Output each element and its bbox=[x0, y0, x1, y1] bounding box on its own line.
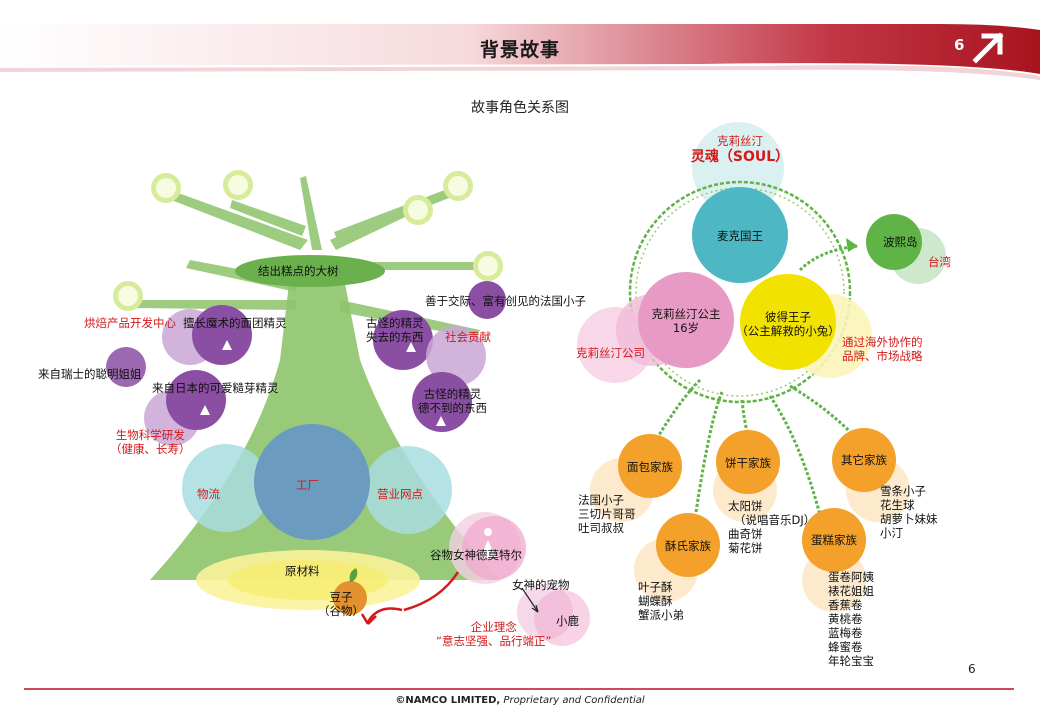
family-members-other: 雪条小子 花生球 胡萝卜妹妹 小汀 bbox=[880, 484, 938, 540]
odd-spirit-unreachable-label: 古怪的精灵 德不到的东西 bbox=[418, 387, 487, 415]
sales-network-label: 营业网点 bbox=[377, 487, 423, 501]
company-label: 克莉丝汀公司 bbox=[576, 346, 645, 360]
family-name-cake: 蛋糕家族 bbox=[811, 533, 857, 547]
arrow-icon bbox=[972, 32, 1004, 64]
deer-label: 小鹿 bbox=[556, 614, 579, 628]
taiwan-label: 台湾 bbox=[928, 255, 951, 269]
family-members-pastry: 叶子酥 蝴蝶酥 蟹派小弟 bbox=[638, 580, 684, 622]
prince-label: 彼得王子 （公主解救的小兔） bbox=[736, 310, 840, 338]
family-name-bread: 面包家族 bbox=[627, 460, 673, 474]
dough-spirit-label: 擅长魔术的面团精灵 bbox=[183, 316, 287, 330]
swiss-sister-label: 来自瑞士的聪明姐姐 bbox=[38, 367, 142, 381]
family-name-pastry: 酥氏家族 bbox=[665, 539, 711, 553]
polo-island-label: 波熙岛 bbox=[883, 235, 918, 249]
goddess-label: 谷物女神德莫特尔 bbox=[430, 548, 522, 562]
diagram-title: 故事角色关系图 bbox=[471, 100, 569, 116]
footer-page-number: 6 bbox=[968, 662, 976, 676]
soul-label: 克莉丝汀 灵魂（SOUL） bbox=[690, 134, 790, 165]
king-label: 麦克国王 bbox=[717, 229, 763, 243]
family-members-cake: 蛋卷阿姨 裱花姐姐 香蕉卷 黄桃卷 蓝梅卷 蜂蜜卷 年轮宝宝 bbox=[828, 570, 874, 668]
spirit-icon bbox=[222, 340, 232, 350]
logistics-label: 物流 bbox=[197, 487, 220, 501]
header-band bbox=[0, 24, 1040, 80]
french-boy-label: 善于交际、富有创见的法国小子 bbox=[425, 294, 586, 308]
tree-crown-label: 结出糕点的大树 bbox=[258, 264, 339, 278]
goddess-pet-label: 女神的宠物 bbox=[512, 578, 570, 592]
baking-center-label: 烘焙产品开发中心 bbox=[84, 316, 176, 330]
footer-divider bbox=[24, 688, 1014, 690]
princess-label: 克莉丝汀公主 16岁 bbox=[651, 307, 721, 335]
family-members-bread: 法国小子 三切片哥哥 吐司叔叔 bbox=[578, 493, 636, 535]
bioscience-label: 生物科学研发 （健康、长寿） bbox=[110, 428, 191, 456]
raw-material-label: 原材料 bbox=[285, 564, 320, 578]
family-name-biscuit: 饼干家族 bbox=[725, 456, 771, 470]
family-members-biscuit: 太阳饼 （说唱音乐DJ） 曲奇饼 菊花饼 bbox=[728, 499, 816, 555]
header-page-number: 6 bbox=[954, 36, 965, 54]
japan-sprout-label: 来自日本的可爱糙芽精灵 bbox=[152, 381, 279, 395]
social-contribution-label: 社会贡献 bbox=[445, 330, 491, 344]
family-name-other: 其它家族 bbox=[841, 453, 887, 467]
page-title: 背景故事 bbox=[479, 39, 560, 61]
philosophy-label: 企业理念 “意志坚强、品行端正” bbox=[436, 620, 552, 648]
overseas-label: 通过海外协作的 品牌、市场战略 bbox=[842, 335, 923, 363]
spirit-icon bbox=[436, 416, 446, 426]
factory-label: 工厂 bbox=[296, 478, 319, 492]
odd-spirit-lost-label: 古怪的精灵 失去的东西 bbox=[366, 316, 424, 344]
spirit-icon bbox=[200, 405, 210, 415]
spirit-icon bbox=[406, 342, 416, 352]
bean-label: 豆子 （谷物） bbox=[318, 590, 364, 618]
footer-copyright: ©NAMCO LIMITED, Proprietary and Confiden… bbox=[395, 695, 645, 706]
